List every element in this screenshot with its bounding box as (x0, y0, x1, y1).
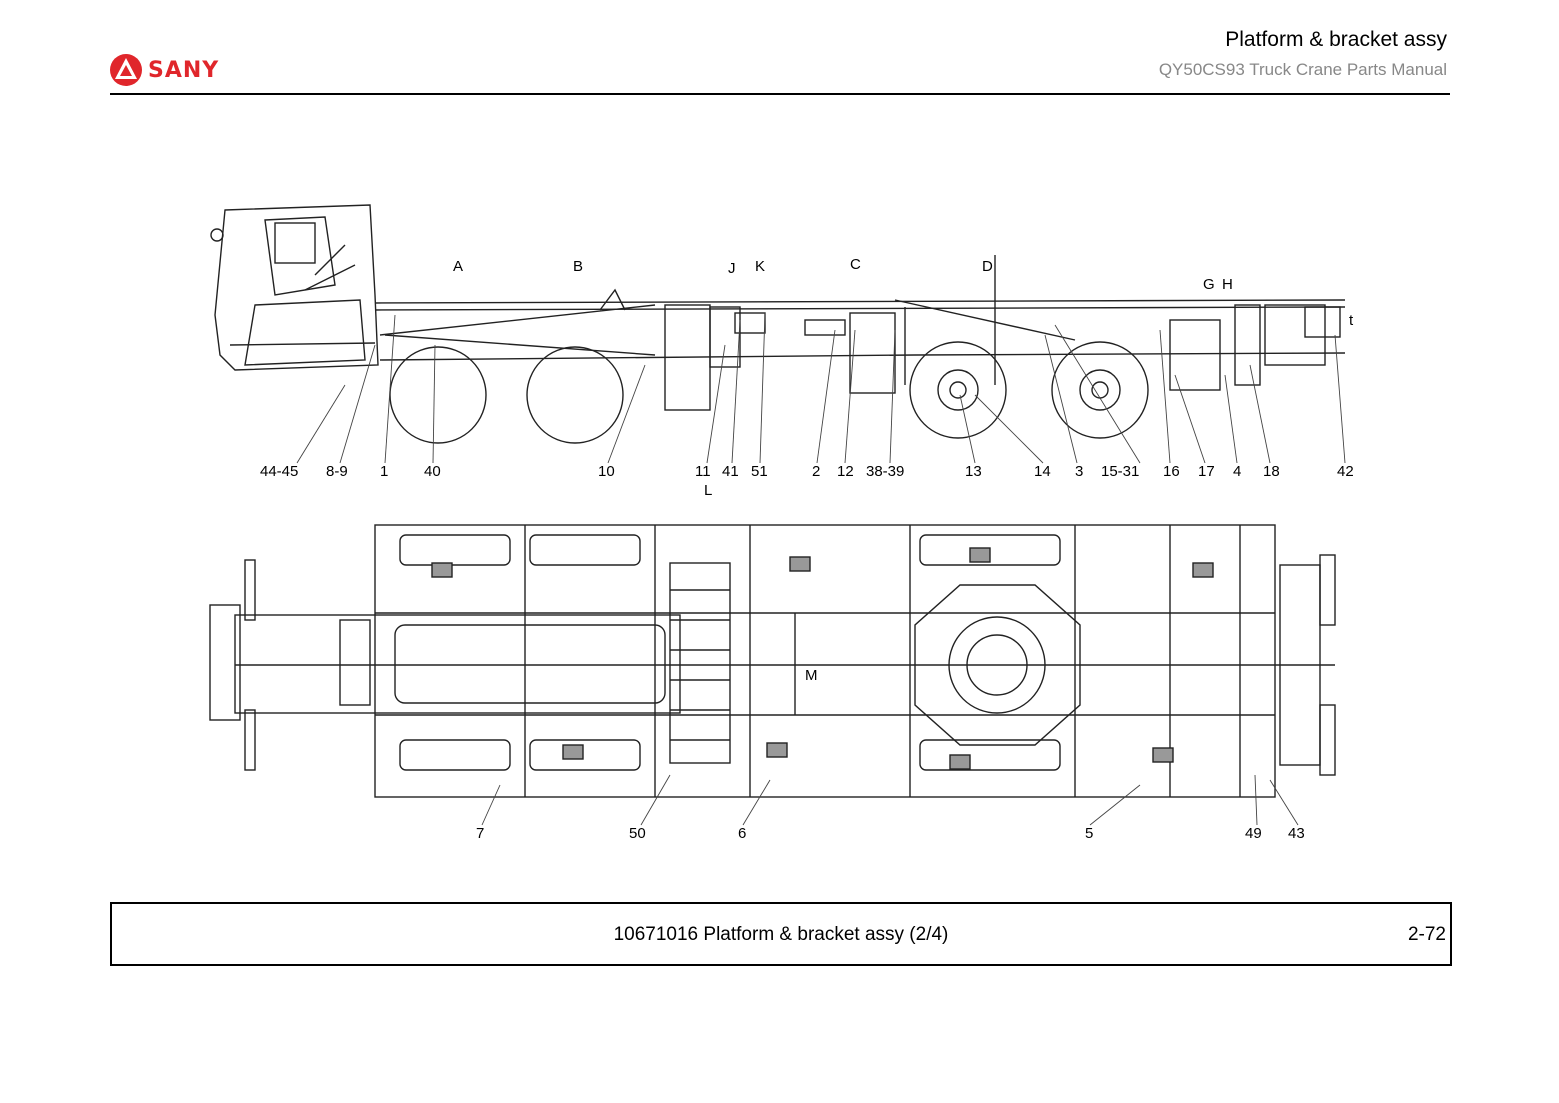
callout-44-45: 44-45 (260, 463, 299, 480)
callout-6: 6 (738, 825, 747, 842)
callout-15-31: 15-31 (1101, 463, 1140, 480)
boom-outline (234, 614, 681, 714)
figure-caption: 10671016 Platform & bracket assy (2/4) (613, 924, 949, 945)
callout-12: 12 (837, 463, 854, 480)
callout-3: 3 (1075, 463, 1084, 480)
callout-13: 13 (965, 463, 982, 480)
section-mark-g: G (1203, 276, 1215, 293)
callout-14: 14 (1034, 463, 1051, 480)
callout-10: 10 (598, 463, 615, 480)
section-mark-m: M (805, 667, 818, 684)
callout-1: 1 (380, 463, 389, 480)
callout-2: 2 (812, 463, 821, 480)
callout-8-9: 8-9 (326, 463, 348, 480)
brand-name: SANY (148, 57, 220, 83)
callout-38-39: 38-39 (866, 463, 905, 480)
section-mark-b: B (573, 258, 584, 275)
section-mark-t: t (1349, 312, 1354, 329)
section-mark-h: H (1222, 276, 1233, 293)
parts-drawing: A B J K C D G H t L M 44-45 8-9 1 40 10 … (195, 195, 1365, 855)
cab-outline (214, 204, 379, 371)
section-mark-j: J (728, 260, 736, 277)
callout-49: 49 (1245, 825, 1262, 842)
sany-logo: SANY (108, 52, 219, 88)
sany-logo-icon (110, 54, 142, 86)
turntable-outline (914, 584, 1081, 746)
callout-18: 18 (1263, 463, 1280, 480)
callout-11: 11 (695, 463, 711, 480)
section-mark-k: K (755, 258, 766, 275)
footer-caption-box: 10671016 Platform & bracket assy (2/4) 2… (110, 902, 1452, 966)
callout-41: 41 (722, 463, 739, 480)
page-title: Platform & bracket assy (1225, 28, 1447, 51)
callout-17: 17 (1198, 463, 1215, 480)
callout-7: 7 (476, 825, 485, 842)
header-rule (110, 93, 1450, 95)
callout-16: 16 (1163, 463, 1180, 480)
callout-43: 43 (1288, 825, 1305, 842)
section-mark-a: A (453, 258, 464, 275)
callout-40: 40 (424, 463, 441, 480)
wheel-1 (389, 346, 487, 444)
callout-50: 50 (629, 825, 646, 842)
callout-51: 51 (751, 463, 768, 480)
wheel-2 (526, 346, 624, 444)
callout-42: 42 (1337, 463, 1354, 480)
wheel-3 (909, 341, 1007, 439)
callout-5: 5 (1085, 825, 1094, 842)
manual-subtitle: QY50CS93 Truck Crane Parts Manual (1158, 60, 1447, 79)
page-number: 2-72 (1407, 924, 1446, 945)
section-mark-d: D (982, 258, 993, 275)
wheel-4 (1051, 341, 1149, 439)
platform-outline (374, 524, 1276, 798)
section-mark-l: L (704, 482, 713, 499)
truck-crane-drawing-svg (209, 204, 1346, 826)
section-mark-c: C (850, 256, 861, 273)
callout-4: 4 (1233, 463, 1242, 480)
